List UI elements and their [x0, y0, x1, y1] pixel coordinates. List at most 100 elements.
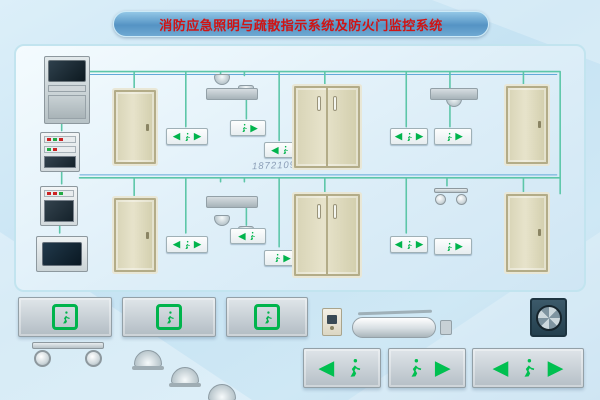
door-handle	[146, 231, 149, 239]
door-closer-bracket	[440, 320, 452, 335]
switch-button	[330, 325, 334, 330]
running-man-icon	[185, 132, 190, 141]
cabinet-lower-body	[48, 95, 86, 119]
arrow-right-icon: ▶	[548, 357, 563, 379]
fire-door-single	[114, 198, 156, 272]
arrow-right-icon: ▶	[194, 131, 201, 141]
fire-door-single	[506, 86, 548, 164]
exit-pictogram-frame	[254, 304, 280, 330]
exit-sign-bottom: ◀ ▶	[472, 348, 584, 388]
running-man-icon	[166, 310, 174, 323]
arrow-right-icon: ▶	[416, 131, 423, 141]
arrow-right-icon: ▶	[194, 239, 201, 249]
twin-light-bar	[434, 188, 468, 193]
running-man-icon	[524, 359, 535, 377]
ceiling-light-panel	[206, 196, 258, 208]
running-man-icon	[241, 123, 247, 132]
lamp-head	[85, 350, 102, 367]
arrow-left-icon: ◀	[173, 131, 180, 141]
exit-sign-hanging: ▶	[230, 120, 266, 136]
exit-sign: ◀ ▶	[390, 236, 428, 253]
wiring-lines	[58, 70, 561, 248]
door-handle	[146, 123, 149, 131]
emergency-twin-spot-light	[26, 342, 110, 376]
door-closer	[352, 309, 454, 344]
arrow-left-icon: ◀	[238, 230, 246, 241]
large-exit-sign-panel	[122, 297, 216, 337]
arrow-left-icon: ◀	[395, 239, 402, 249]
door-leaf	[327, 196, 358, 274]
ceiling-dome-lamp	[214, 74, 230, 85]
indicator-led-row	[44, 190, 74, 197]
running-man-icon	[264, 310, 272, 323]
exit-pictogram-frame	[52, 304, 78, 330]
fire-door-double	[294, 86, 360, 168]
ceiling-light-panel	[206, 88, 258, 100]
running-man-icon	[446, 242, 452, 251]
exit-sign-hanging: ◀	[230, 228, 266, 244]
running-man-icon	[250, 231, 256, 240]
ceiling-dome-lamp	[214, 215, 230, 226]
twin-light-bar	[32, 342, 104, 349]
arrow-left-icon: ◀	[319, 357, 334, 379]
door-leaf	[296, 88, 327, 166]
emergency-twin-spot-light	[432, 188, 470, 206]
running-man-icon	[446, 132, 452, 141]
door-vision-panel	[317, 96, 321, 111]
downlight-dome-lamp	[208, 384, 236, 400]
cabinet-keyboard	[48, 85, 86, 92]
ventilation-fan	[530, 298, 567, 337]
exit-sign: ◀	[264, 142, 298, 158]
arrow-left-icon: ◀	[395, 131, 402, 141]
large-exit-sign-panel	[18, 297, 112, 337]
door-leaf	[296, 196, 327, 274]
fire-door-single	[506, 194, 548, 272]
exit-sign: ◀ ▶	[166, 128, 208, 145]
exit-sign: ▶	[434, 128, 472, 145]
arrow-right-icon: ▶	[435, 357, 450, 379]
downlight-dome-lamp	[169, 367, 201, 387]
power-distribution-box	[40, 132, 80, 172]
title-banner: 消防应急照明与疏散指示系统及防火门监控系统	[113, 11, 489, 37]
control-host-cabinet	[44, 56, 90, 124]
downlight-dome-lamp	[132, 350, 164, 370]
large-exit-sign-panel	[226, 297, 308, 337]
arrow-right-icon: ▶	[283, 252, 291, 263]
arrow-right-icon: ▶	[455, 131, 463, 141]
box-display	[44, 200, 74, 222]
door-vision-panel	[333, 204, 337, 219]
controller-box	[40, 186, 78, 226]
door-handle	[538, 121, 541, 129]
door-closer-body	[352, 317, 436, 338]
door-vision-panel	[333, 96, 337, 111]
running-man-icon	[407, 240, 412, 249]
running-man-icon	[185, 240, 190, 249]
running-man-icon	[62, 310, 70, 323]
exit-sign: ◀ ▶	[166, 236, 208, 253]
fire-door-monitor	[36, 236, 88, 272]
exit-sign: ◀ ▶	[390, 128, 428, 145]
fire-door-double	[294, 194, 360, 276]
box-display	[44, 156, 76, 168]
lamp-head	[435, 194, 446, 205]
running-man-icon	[350, 359, 361, 377]
cabinet-monitor-screen	[48, 60, 86, 82]
exit-sign-bottom: ◀	[303, 348, 381, 388]
monitor-screen	[42, 242, 82, 266]
exit-sign: ▶	[434, 238, 472, 255]
arrow-left-icon: ◀	[493, 357, 508, 379]
running-man-icon	[407, 132, 412, 141]
arrow-right-icon: ▶	[416, 239, 423, 249]
door-vision-panel	[317, 204, 321, 219]
door-leaf	[327, 88, 358, 166]
system-panel: 18721098061 ◀ ▶	[14, 44, 586, 292]
running-man-icon	[411, 359, 422, 377]
arrow-left-icon: ◀	[173, 239, 180, 249]
indicator-led-row	[44, 136, 76, 143]
arrow-right-icon: ▶	[250, 122, 258, 133]
door-handle	[538, 229, 541, 237]
fan-blades	[535, 304, 562, 331]
manual-release-switch	[322, 308, 342, 336]
switch-window	[327, 314, 337, 324]
